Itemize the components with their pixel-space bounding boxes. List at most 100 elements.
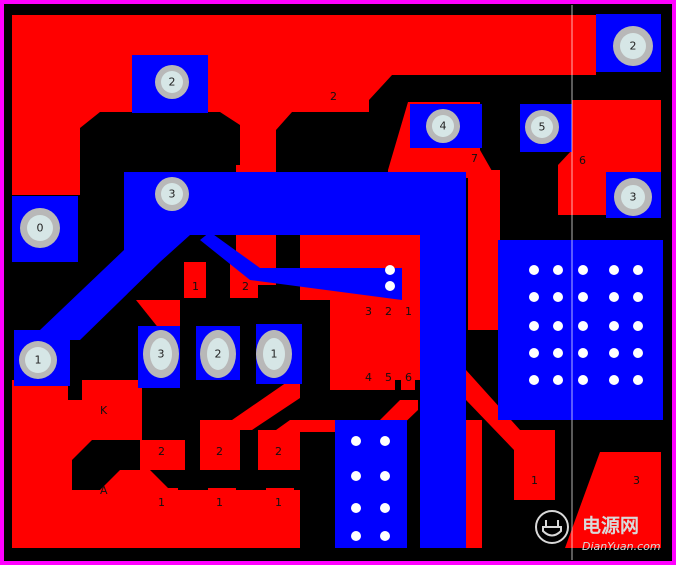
label-anode: A (100, 484, 108, 497)
resistor-pad-1 (184, 262, 206, 298)
copper-pad-d3-bot (266, 488, 294, 518)
ic-pad-1 (401, 298, 415, 324)
via (380, 436, 390, 446)
label-r-1: 1 (192, 280, 199, 293)
copper-trace-br (466, 370, 555, 500)
via (380, 471, 390, 481)
label-ic-2: 2 (385, 305, 392, 318)
via (380, 531, 390, 541)
ic-pad-5 (381, 364, 395, 390)
pad-q3: 3 (143, 330, 179, 378)
bottom-trace-main (14, 172, 466, 548)
vias (351, 265, 643, 541)
pad-p0: 0 (20, 208, 60, 248)
watermark-site-cn: 电源网 (582, 514, 639, 537)
pad-p5: 5 (525, 110, 559, 144)
via (351, 471, 361, 481)
label-net-7: 7 (471, 152, 478, 165)
via (609, 375, 619, 385)
svg-text:2: 2 (630, 40, 637, 53)
bottom-trace-upper (200, 232, 402, 300)
label-d3-1: 1 (275, 496, 282, 509)
via (633, 292, 643, 302)
net-labels: 2 7 6 1 2 3 2 1 4 5 6 K A 2 2 2 1 1 1 1 … (100, 90, 640, 509)
via (633, 375, 643, 385)
label-d2-2: 2 (216, 445, 223, 458)
bottom-pad-block-ic (335, 420, 407, 548)
via (633, 348, 643, 358)
via (351, 503, 361, 513)
label-d1-2: 2 (158, 445, 165, 458)
via (351, 531, 361, 541)
via (609, 292, 619, 302)
watermark: 电源网 DianYuan.com (535, 510, 661, 553)
svg-text:1: 1 (35, 354, 42, 367)
svg-text:2: 2 (169, 76, 176, 89)
plug-icon (542, 520, 562, 537)
label-d2-1: 1 (216, 496, 223, 509)
label-ic-4: 4 (365, 371, 372, 384)
svg-text:3: 3 (169, 188, 176, 201)
svg-text:5: 5 (539, 121, 546, 134)
copper-pour-net-6 (558, 100, 661, 215)
through-hole-pads: 0 1 2 2 3 4 5 3 (19, 26, 653, 379)
label-ic-3: 3 (365, 305, 372, 318)
pad-p4: 4 (426, 109, 460, 143)
via (578, 348, 588, 358)
label-ic-1: 1 (405, 305, 412, 318)
label-d3-2: 2 (275, 445, 282, 458)
svg-text:1: 1 (271, 348, 278, 361)
via (380, 503, 390, 513)
via (633, 265, 643, 275)
ic-pad-2 (381, 298, 395, 324)
via (609, 265, 619, 275)
via (553, 348, 563, 358)
svg-text:0: 0 (37, 222, 44, 235)
copper-pour-net-7 (388, 102, 500, 330)
via (553, 321, 563, 331)
via (529, 321, 539, 331)
copper-bar-net-6 (468, 170, 500, 330)
ic-pad-3 (362, 298, 376, 324)
via (578, 292, 588, 302)
via (609, 348, 619, 358)
svg-text:2: 2 (215, 348, 222, 361)
ic-pad-4 (362, 364, 376, 390)
label-ic-6: 6 (405, 371, 412, 384)
pad-p2-mid: 2 (155, 65, 189, 99)
via (529, 348, 539, 358)
via (578, 265, 588, 275)
copper-pad-d1-top (140, 440, 185, 470)
watermark-site-url: DianYuan.com (582, 540, 661, 553)
via (553, 265, 563, 275)
label-net-6: 6 (579, 154, 586, 167)
copper-trace-diode-1 (136, 300, 180, 330)
pad-p2-right: 2 (613, 26, 653, 66)
copper-pad-br-3 (565, 452, 661, 548)
via (351, 436, 361, 446)
via (578, 321, 588, 331)
pad-p3-right: 3 (614, 178, 652, 216)
label-br-3: 3 (633, 474, 640, 487)
via (633, 321, 643, 331)
via (529, 292, 539, 302)
label-cathode: K (100, 404, 108, 417)
copper-pad-d1-bot (150, 488, 178, 518)
copper-pad-cathode-area (82, 380, 142, 440)
label-r-2: 2 (242, 280, 249, 293)
via (553, 292, 563, 302)
via (609, 321, 619, 331)
via (529, 265, 539, 275)
pad-p1: 1 (19, 341, 57, 379)
label-ic-5: 5 (385, 371, 392, 384)
via (553, 375, 563, 385)
ic-pad-6 (401, 364, 415, 390)
label-d1-1: 1 (158, 496, 165, 509)
copper-trace-diag-ic (232, 380, 300, 430)
pad-p3-center: 3 (155, 177, 189, 211)
svg-text:3: 3 (158, 348, 165, 361)
watermark-logo-icon (535, 510, 569, 544)
via (385, 281, 395, 291)
label-net-2: 2 (330, 90, 337, 103)
